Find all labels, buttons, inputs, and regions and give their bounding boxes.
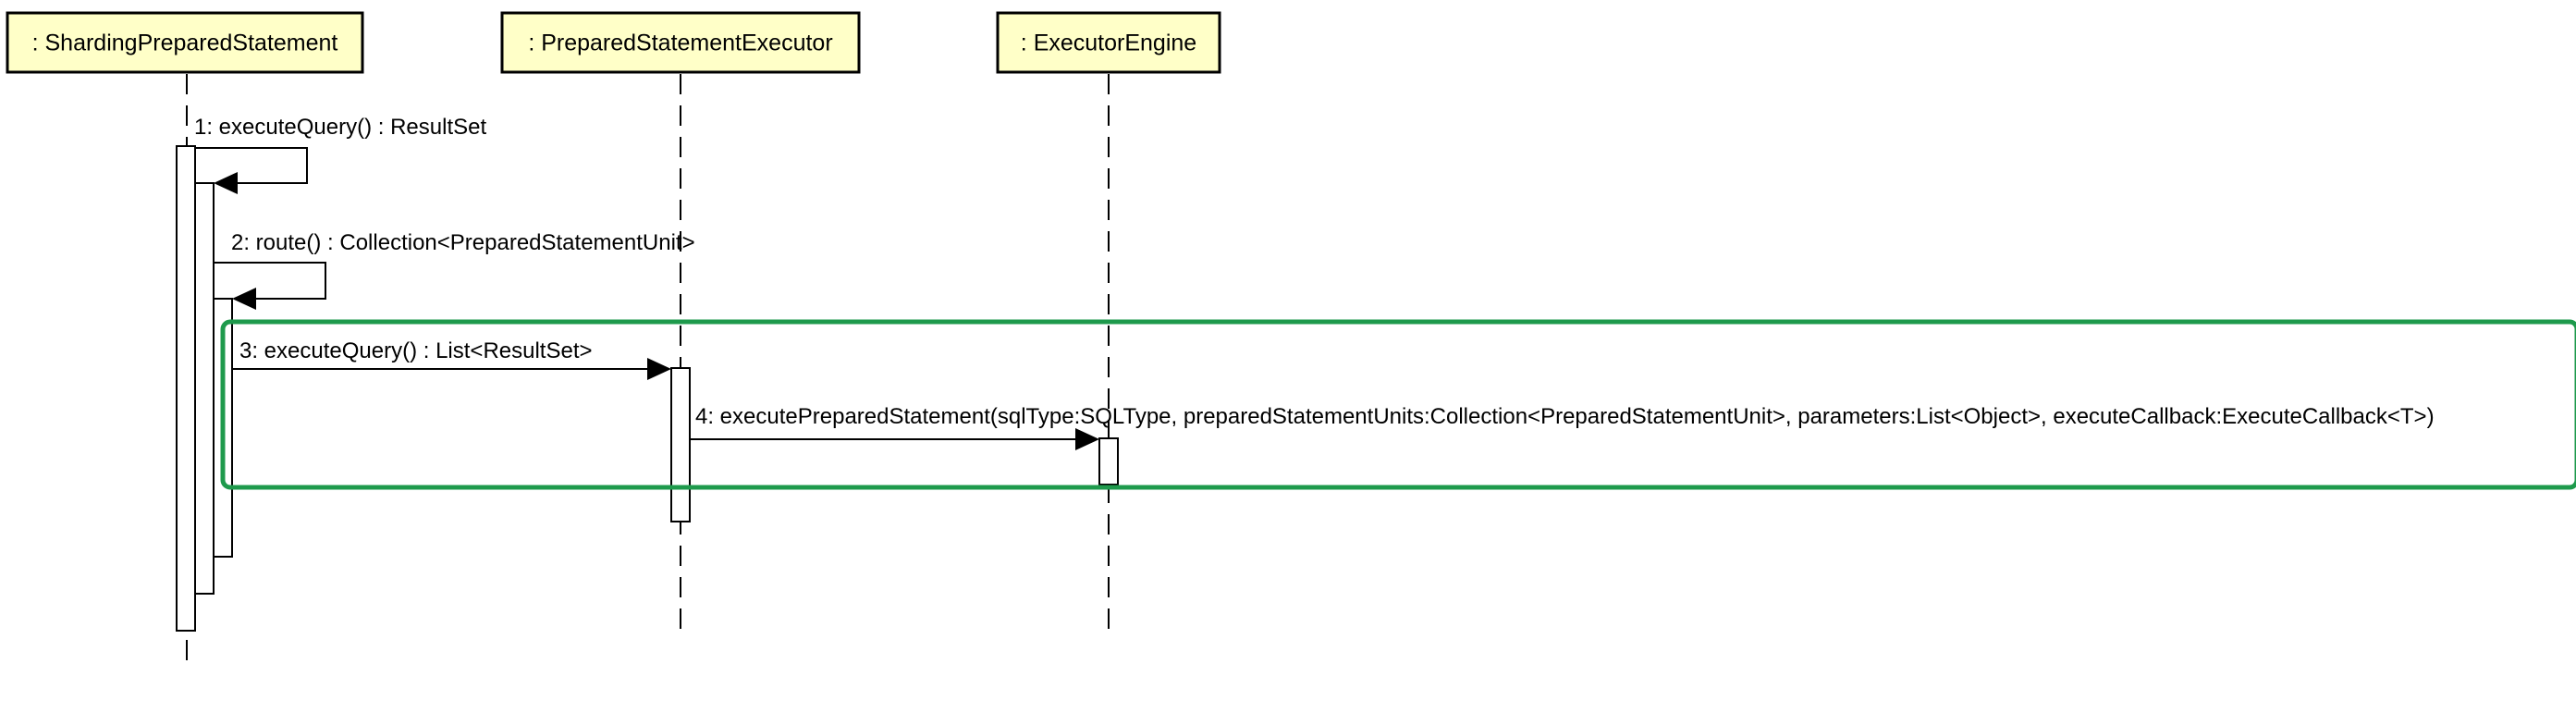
participant-label: : ExecutorEngine — [1021, 31, 1196, 56]
activation-bar — [670, 367, 691, 522]
participant-executor-engine[interactable]: : ExecutorEngine — [996, 11, 1221, 74]
message-arrow — [195, 147, 308, 184]
message-label: 4: executePreparedStatement(sqlType:SQLT… — [695, 404, 2435, 429]
message-arrow — [214, 262, 326, 300]
activation-bar — [176, 145, 196, 632]
message-3: 3: executeQuery() : List<ResultSet> — [232, 338, 671, 380]
message-2: 2: route() : Collection<PreparedStatemen… — [214, 230, 695, 310]
arrowhead — [1075, 428, 1099, 450]
participant-label: : PreparedStatementExecutor — [528, 31, 832, 56]
activation-bar — [1098, 437, 1119, 485]
participant-label: : ShardingPreparedStatement — [32, 31, 338, 56]
message-1: 1: executeQuery() : ResultSet — [194, 115, 486, 194]
arrowhead — [214, 172, 238, 194]
participant-sharding-prepared-statement[interactable]: : ShardingPreparedStatement — [6, 11, 364, 74]
activation-bar — [194, 182, 215, 595]
arrowhead — [647, 358, 671, 380]
message-label: 1: executeQuery() : ResultSet — [194, 115, 486, 140]
message-4: 4: executePreparedStatement(sqlType:SQLT… — [690, 404, 2435, 450]
arrowhead — [232, 288, 256, 310]
message-label: 2: route() : Collection<PreparedStatemen… — [231, 230, 695, 255]
highlight-frame — [220, 319, 2576, 490]
participant-prepared-statement-executor[interactable]: : PreparedStatementExecutor — [500, 11, 861, 74]
message-label: 3: executeQuery() : List<ResultSet> — [239, 338, 593, 363]
